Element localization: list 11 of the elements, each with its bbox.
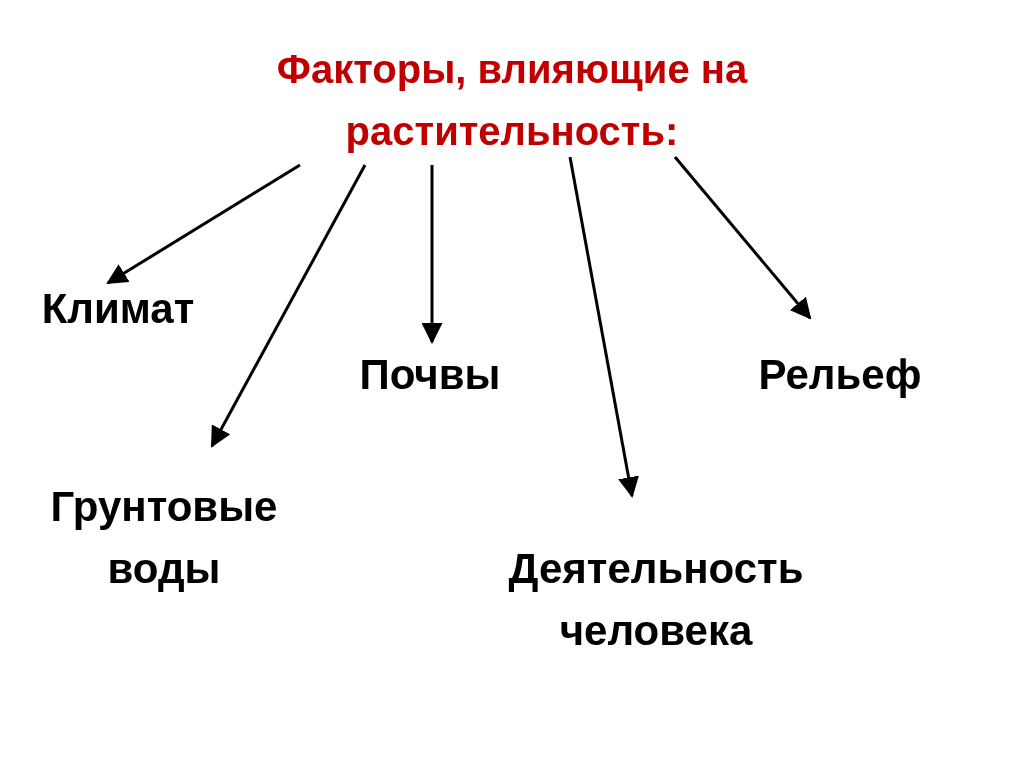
- arrow: [210, 164, 367, 448]
- arrow: [106, 163, 301, 285]
- factor-label: Климат: [40, 284, 196, 334]
- factor-label: Почвы: [358, 350, 502, 400]
- heading: Факторы, влияющие на растительность:: [275, 46, 749, 155]
- arrow: [673, 156, 812, 320]
- factor-label: Деятельность человека: [507, 544, 805, 656]
- arrow: [568, 156, 639, 499]
- arrow: [421, 165, 443, 345]
- factor-label: Грунтовые воды: [49, 482, 279, 594]
- factor-label: Рельеф: [757, 350, 923, 400]
